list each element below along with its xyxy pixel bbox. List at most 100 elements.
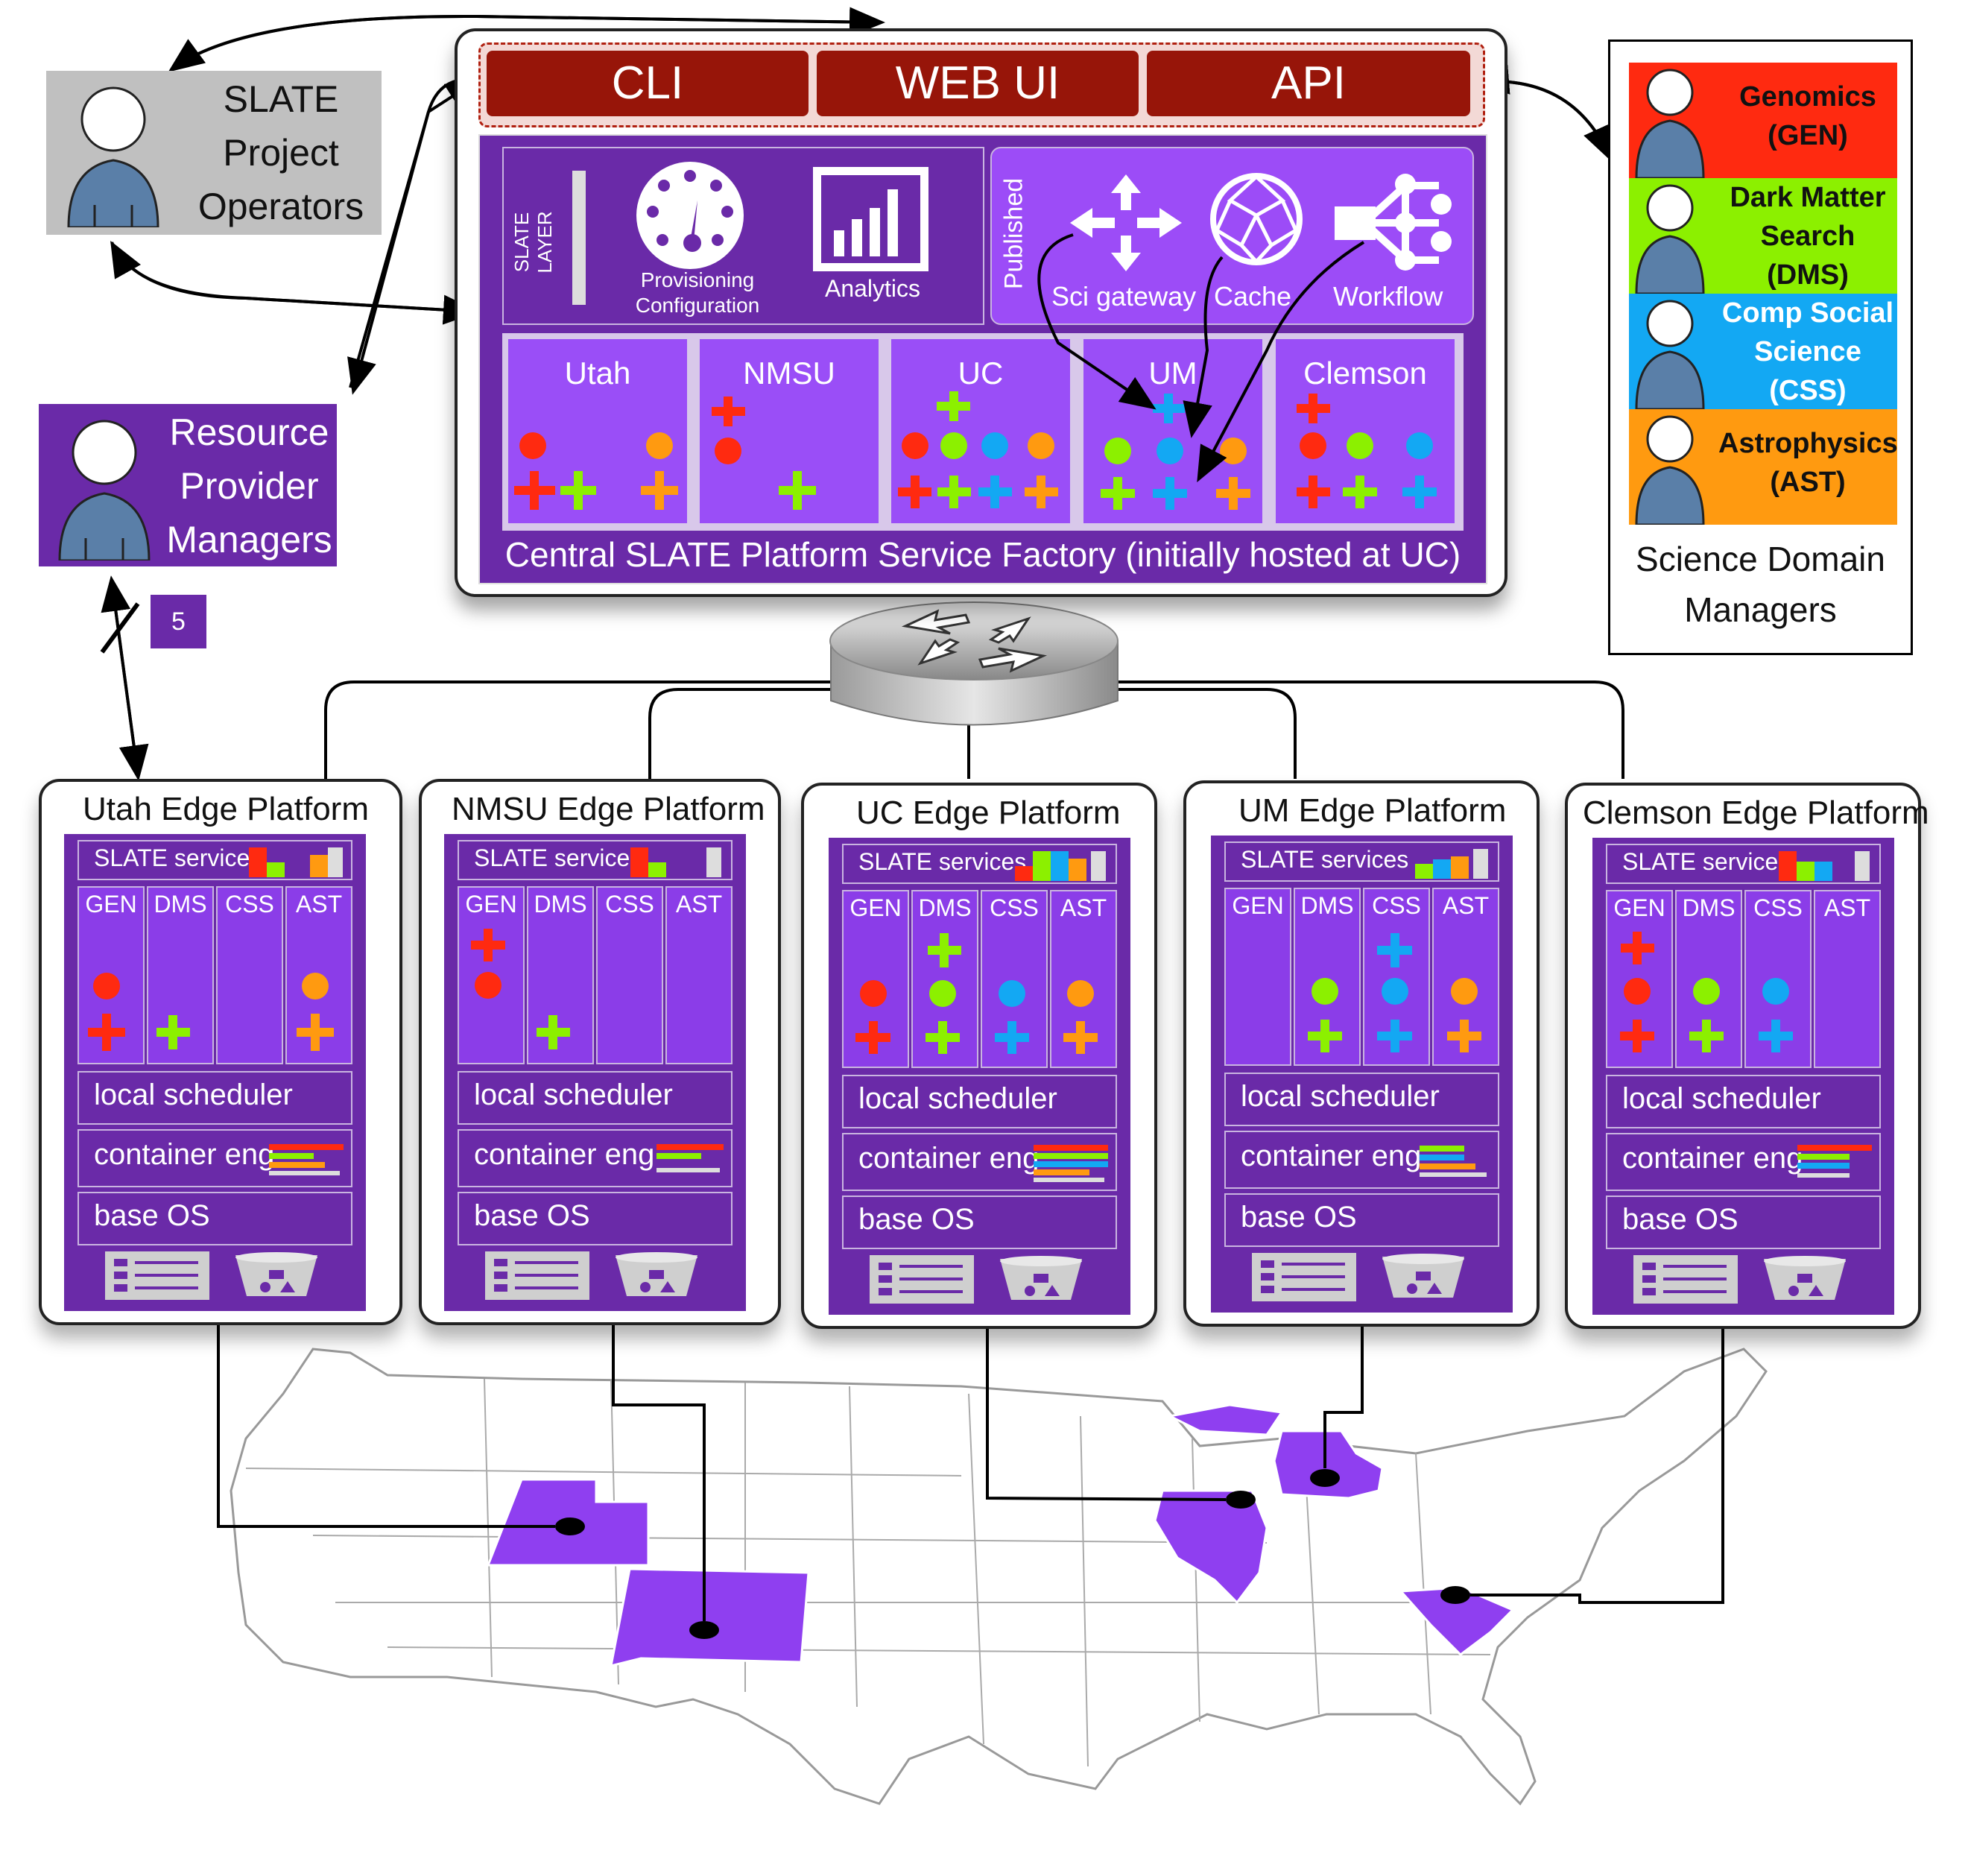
um-os-label: base OS	[1241, 1201, 1357, 1234]
factory-frame: CLI WEB UI API SLATE LAYER	[455, 28, 1507, 597]
utah-scheduler-row: local scheduler	[77, 1071, 352, 1125]
clemson-server-icon	[1633, 1255, 1738, 1304]
um-container-label: container eng	[1241, 1140, 1422, 1172]
cache-label: Cache	[1214, 281, 1292, 312]
um-col-gen-label: GEN	[1232, 892, 1284, 919]
site-utah-label: Utah	[564, 356, 631, 391]
web-ui-label: WEB UI	[895, 57, 1060, 109]
um-storage-icon	[1379, 1253, 1468, 1301]
edge-nmsu-body: SLATE services GEN DMS CSS AST local sch…	[444, 834, 746, 1311]
uc-container-label: container eng	[858, 1142, 1040, 1175]
nmsu-scheduler-row: local scheduler	[458, 1071, 733, 1125]
science-domain-panel: Genomics (GEN) Dark Matter Search (DMS) …	[1608, 40, 1913, 655]
provisioning-line-2: Configuration	[635, 294, 760, 317]
science-footer-2: Managers	[1684, 590, 1837, 629]
operators-line-2: Project	[223, 132, 339, 174]
site-um: UM	[1083, 339, 1262, 523]
cli-label: CLI	[611, 57, 684, 109]
genomics-line-2: (GEN)	[1768, 120, 1848, 151]
resource-count-value: 5	[171, 607, 186, 636]
edge-um-body: SLATE services GEN DMS CSS AST local sch…	[1211, 836, 1513, 1313]
cli-button[interactable]: CLI	[487, 51, 809, 116]
edge-um: UM Edge Platform SLATE services GEN DMS …	[1183, 780, 1540, 1327]
clemson-storage-icon	[1760, 1255, 1850, 1304]
um-col-ast: AST	[1432, 888, 1499, 1066]
clemson-scheduler-row: local scheduler	[1606, 1075, 1881, 1128]
domain-astrophysics: Astrophysics (AST)	[1629, 409, 1898, 526]
css-line-2: Science	[1754, 336, 1861, 367]
uc-col-css-label: CSS	[990, 894, 1039, 921]
um-services-row: SLATE services	[1224, 841, 1499, 882]
resource-line-2: Provider	[180, 465, 319, 507]
edge-nmsu: NMSU Edge Platform SLATE services GEN DM…	[419, 779, 781, 1325]
uc-col-css: CSS	[981, 890, 1048, 1068]
nmsu-container-row: container eng	[458, 1129, 733, 1187]
sci-gateway-icon	[1070, 174, 1182, 271]
sites-row: Utah NMSU UC UM Clemson	[502, 333, 1464, 531]
utah-col-dms-label: DMS	[154, 891, 207, 918]
router-icon	[829, 601, 1119, 726]
utah-col-css-label: CSS	[225, 891, 274, 918]
uc-storage-icon	[996, 1255, 1086, 1304]
nmsu-col-gen-label: GEN	[465, 891, 517, 918]
clemson-os-row: base OS	[1606, 1196, 1881, 1249]
ast-person-icon	[1633, 409, 1707, 526]
site-uc-label: UC	[958, 356, 1004, 391]
published-panel: Published	[990, 147, 1474, 325]
utah-services-row: SLATE services	[77, 840, 352, 880]
clemson-services-row: SLATE services	[1606, 844, 1881, 884]
edge-um-title: UM Edge Platform	[1238, 792, 1507, 829]
nmsu-col-dms: DMS	[527, 886, 594, 1064]
uc-col-dms-label: DMS	[918, 894, 972, 921]
um-col-dms-label: DMS	[1300, 892, 1354, 919]
um-col-dms: DMS	[1294, 888, 1361, 1066]
state-new-mexico	[610, 1567, 810, 1668]
utah-scheduler-label: local scheduler	[94, 1078, 293, 1111]
clemson-col-css-label: CSS	[1753, 894, 1803, 921]
resource-line-3: Managers	[166, 519, 332, 560]
um-server-icon	[1252, 1253, 1356, 1301]
api-label: API	[1271, 57, 1346, 109]
published-text: Published	[999, 177, 1028, 290]
factory-caption: Central SLATE Platform Service Factory (…	[504, 535, 1461, 574]
clemson-col-ast-label: AST	[1823, 894, 1871, 921]
clemson-col-gen: GEN	[1606, 890, 1673, 1068]
edge-clemson-body: SLATE services GEN DMS CSS AST local sch…	[1592, 838, 1894, 1315]
state-michigan	[1273, 1430, 1384, 1500]
uc-container-row: container eng	[842, 1133, 1117, 1191]
domain-comp-social: Comp Social Science (CSS)	[1629, 294, 1897, 411]
slate-layer-label: SLATE LAYER	[510, 190, 557, 294]
um-scheduler-row: local scheduler	[1224, 1073, 1499, 1126]
operators-line-1: SLATE	[223, 78, 339, 120]
edge-clemson: Clemson Edge Platform SLATE services GEN…	[1565, 783, 1929, 1329]
cache-icon	[1208, 171, 1305, 268]
utah-col-css: CSS	[216, 886, 283, 1064]
gauge-icon	[634, 160, 746, 271]
utah-col-gen: GEN	[77, 886, 145, 1064]
utah-col-gen-label: GEN	[85, 891, 137, 918]
site-clemson-label: Clemson	[1303, 356, 1427, 391]
dms-line-3: (DMS)	[1767, 259, 1849, 291]
uc-col-ast-label: AST	[1060, 894, 1107, 921]
state-illinois	[1154, 1489, 1268, 1605]
css-line-1: Comp Social	[1721, 297, 1894, 329]
utah-os-label: base OS	[94, 1199, 210, 1232]
site-utah: Utah	[508, 339, 687, 523]
nmsu-col-ast-label: AST	[675, 891, 723, 918]
nmsu-services-label: SLATE services	[474, 844, 642, 871]
resource-line-1: Resource	[169, 411, 329, 453]
um-container-row: container eng	[1224, 1131, 1499, 1189]
nmsu-os-label: base OS	[474, 1199, 590, 1232]
site-nmsu: NMSU	[700, 339, 879, 523]
site-um-label: UM	[1148, 356, 1197, 391]
site-clemson: Clemson	[1276, 339, 1455, 523]
us-map	[230, 1348, 1768, 1806]
css-line-3: (CSS)	[1769, 375, 1847, 406]
dms-line-1: Dark Matter	[1730, 182, 1886, 213]
nmsu-server-icon	[485, 1251, 589, 1300]
clemson-scheduler-label: local scheduler	[1622, 1082, 1821, 1115]
web-ui-button[interactable]: WEB UI	[817, 51, 1139, 116]
site-nmsu-label: NMSU	[743, 356, 835, 391]
api-button[interactable]: API	[1147, 51, 1470, 116]
edge-uc-title: UC Edge Platform	[856, 795, 1121, 831]
